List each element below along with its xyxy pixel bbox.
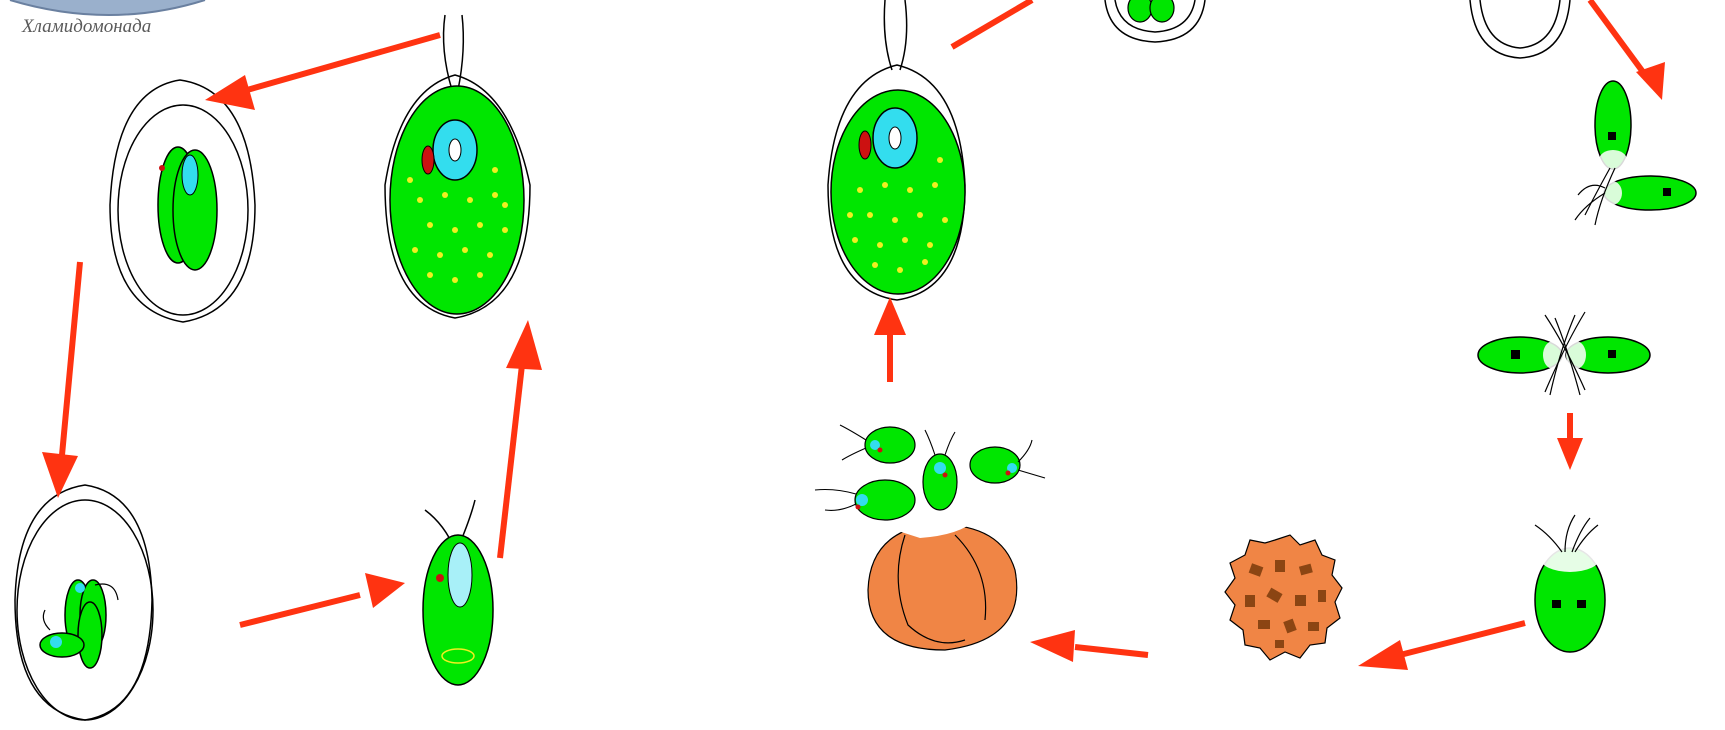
arrow-zoospores-to-free — [240, 595, 360, 625]
zygospore-germination — [868, 517, 1017, 650]
arrow-top-to-pairing — [1590, 0, 1643, 72]
gametes-pairing — [1575, 81, 1696, 225]
released-zoospores — [815, 425, 1045, 520]
zoospores-in-envelope — [15, 485, 153, 720]
partial-cell-top-right — [1470, 0, 1570, 58]
arrow-zygospore-to-germination — [1075, 647, 1148, 655]
partial-cell-top-center — [1105, 0, 1205, 42]
mother-cell — [385, 15, 530, 318]
arrow-vegetative-to-top — [952, 0, 1032, 47]
zygospore — [1225, 535, 1342, 660]
arrow-planozygote-to-zygospore — [1400, 623, 1525, 655]
planozygote — [1535, 515, 1605, 652]
diagram-caption: Хламидомонада — [21, 16, 151, 37]
arrow-free-to-mother — [500, 365, 522, 558]
vegetative-cell — [828, 0, 965, 300]
free-zoospore — [423, 500, 493, 685]
logo-fragment — [10, 0, 205, 15]
dividing-cell-in-envelope — [110, 80, 255, 322]
arrow-dividing-to-zoospores — [62, 262, 80, 455]
arrow-mother-to-dividing — [240, 35, 440, 92]
gametes-fusing — [1478, 312, 1650, 395]
